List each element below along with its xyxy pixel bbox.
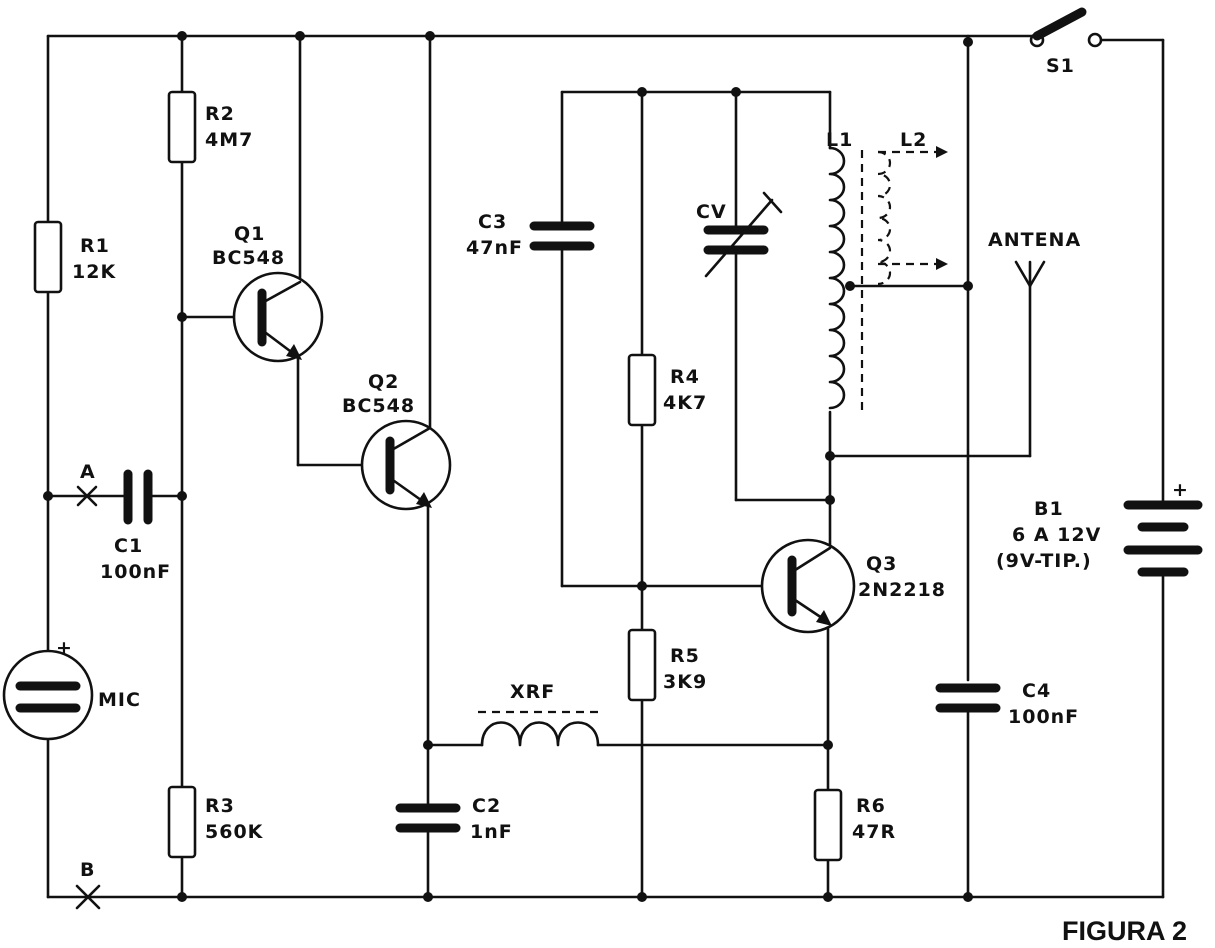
wires — [46, 34, 1165, 899]
b1-line2: (9V-TIP.) — [996, 550, 1092, 572]
battery-b1: + B1 6 A 12V (9V-TIP.) — [996, 479, 1203, 577]
c1-value: 100nF — [100, 561, 171, 583]
capacitor-c3: C3 47nF — [466, 211, 595, 259]
q2-value: BC548 — [342, 395, 415, 417]
r4-value: 4K7 — [663, 392, 707, 414]
capacitor-c1: C1 100nF — [100, 469, 171, 583]
mic-ref: MIC — [98, 689, 141, 711]
antenna: ANTENA — [988, 229, 1081, 288]
s1-ref: S1 — [1046, 55, 1075, 77]
c1-ref: C1 — [114, 535, 143, 557]
capacitor-c2: C2 1nF — [395, 795, 513, 843]
q3-ref: Q3 — [866, 553, 897, 575]
c3-ref: C3 — [478, 211, 507, 233]
c4-ref: C4 — [1022, 680, 1051, 702]
r3-ref: R3 — [205, 795, 235, 817]
figure-caption: FIGURA 2 — [1062, 916, 1187, 946]
resistor-r4: R4 4K7 — [627, 353, 707, 427]
inductor-l1: L1 — [826, 129, 864, 410]
transistor-q2: Q2 BC548 — [342, 371, 452, 511]
point-b-label: B — [80, 859, 95, 881]
r5-value: 3K9 — [663, 671, 707, 693]
b1-line1: 6 A 12V — [1012, 524, 1101, 546]
b1-plus: + — [1172, 479, 1189, 501]
switch-s1: S1 — [1029, 7, 1103, 77]
junction-dots — [43, 31, 973, 902]
test-point-a: A — [76, 461, 98, 507]
r2-ref: R2 — [205, 103, 235, 125]
b1-ref: B1 — [1034, 498, 1064, 520]
variable-capacitor-cv: CV — [696, 191, 783, 278]
r5-ref: R5 — [670, 645, 700, 667]
r2-value: 4M7 — [205, 129, 253, 151]
resistor-r6: R6 47R — [813, 788, 896, 862]
resistor-r3: R3 560K — [167, 785, 264, 859]
q2-ref: Q2 — [368, 371, 399, 393]
test-point-b: B — [75, 859, 101, 910]
resistor-r5: R5 3K9 — [627, 628, 707, 702]
mic-plus: + — [56, 637, 73, 659]
resistor-r1: R1 12K — [33, 220, 116, 294]
r6-ref: R6 — [856, 795, 886, 817]
rf-choke-xrf: XRF — [478, 681, 600, 747]
r1-value: 12K — [72, 261, 116, 283]
microphone: + MIC — [2, 637, 141, 741]
xrf-ref: XRF — [510, 681, 555, 703]
cv-ref: CV — [696, 201, 727, 223]
r1-ref: R1 — [80, 235, 110, 257]
r3-value: 560K — [205, 821, 264, 843]
l2-ref: L2 — [900, 129, 927, 151]
c3-value: 47nF — [466, 237, 523, 259]
transistor-q1: Q1 BC548 — [212, 223, 324, 363]
point-a-label: A — [80, 461, 96, 483]
resistor-r2: R2 4M7 — [167, 90, 253, 164]
c2-value: 1nF — [470, 821, 513, 843]
c2-ref: C2 — [472, 795, 501, 817]
r6-value: 47R — [852, 821, 896, 843]
c4-value: 100nF — [1008, 706, 1079, 728]
antenna-label: ANTENA — [988, 229, 1081, 251]
transistor-q3: Q3 2N2218 — [760, 538, 946, 634]
q3-value: 2N2218 — [858, 579, 946, 601]
q1-value: BC548 — [212, 247, 285, 269]
l1-ref: L1 — [826, 129, 853, 151]
inductor-l2: L2 — [877, 129, 948, 286]
r4-ref: R4 — [670, 366, 700, 388]
capacitor-c4: C4 100nF — [935, 680, 1079, 728]
q1-ref: Q1 — [234, 223, 265, 245]
